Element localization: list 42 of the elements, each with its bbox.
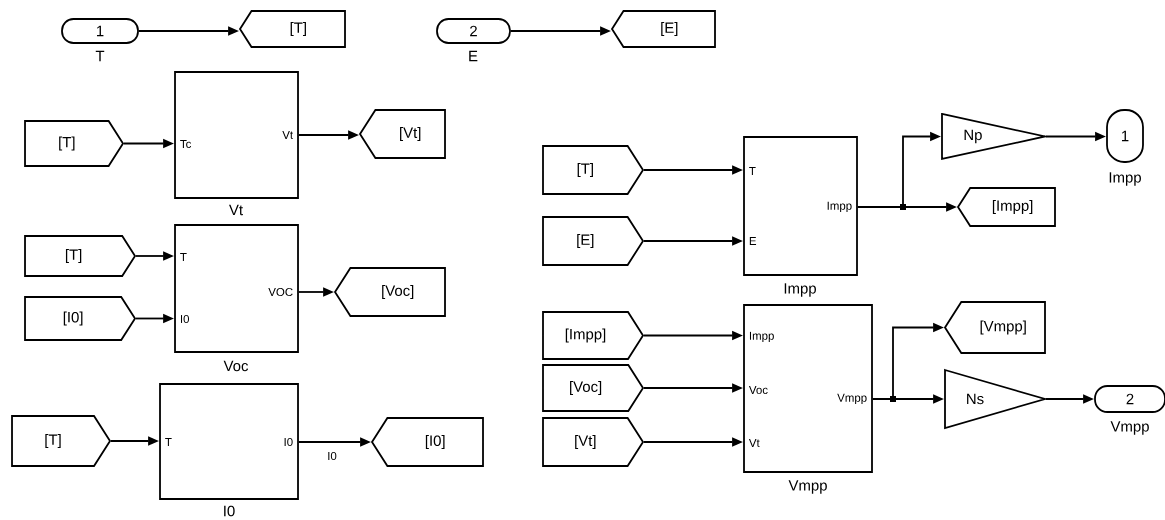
subsystem-block [743,304,873,494]
port-label: Impp [749,331,774,343]
port-label: I0 [284,437,293,447]
port-label: Vt [282,131,293,139]
from-tag: [T] [24,235,137,277]
port-label: Vt [748,439,760,447]
from-tag: [T] [11,415,112,467]
port-label: T [180,253,187,261]
port-label: Voc [748,386,768,394]
block-label: Vmpp [1110,421,1149,435]
from-tag: [T] [542,145,645,195]
block-label: Voc [223,360,249,372]
subsystem-block [174,224,299,372]
block-label: Impp [784,283,816,297]
port-label: T [165,438,172,446]
from-tag: [T] [24,120,125,167]
port-label: VOC [268,287,293,297]
port-label: Tc [180,140,192,148]
from-tag: [Impp] [542,311,645,360]
block-label: Vt [229,204,243,216]
block-label: Vmpp [788,480,827,494]
from-tag: [Vt] [542,417,645,467]
block-label: E [469,50,478,62]
edge-label: I0 [326,450,338,462]
from-tag: [I0] [24,296,137,341]
port-label: E [749,237,757,245]
port-label: Impp [827,201,852,213]
port-label: I0 [180,314,189,324]
subsystem-block [743,136,858,297]
inport-block: 1 T [61,18,139,62]
from-tag: [E] [542,216,645,266]
port-label: T [749,167,756,175]
block-label: I0 [224,505,235,517]
inport-block: 2 E [436,18,511,62]
block-label: Impp [1109,172,1141,186]
subsystem-block [159,383,299,517]
subsystem-block [174,71,299,216]
port-label: Vmpp [837,393,867,405]
block-label: T [95,50,105,62]
outport-block: 1 Impp [1106,109,1144,186]
outport-block: 2 Vmpp [1094,385,1165,435]
from-tag: [Voc] [542,364,645,412]
